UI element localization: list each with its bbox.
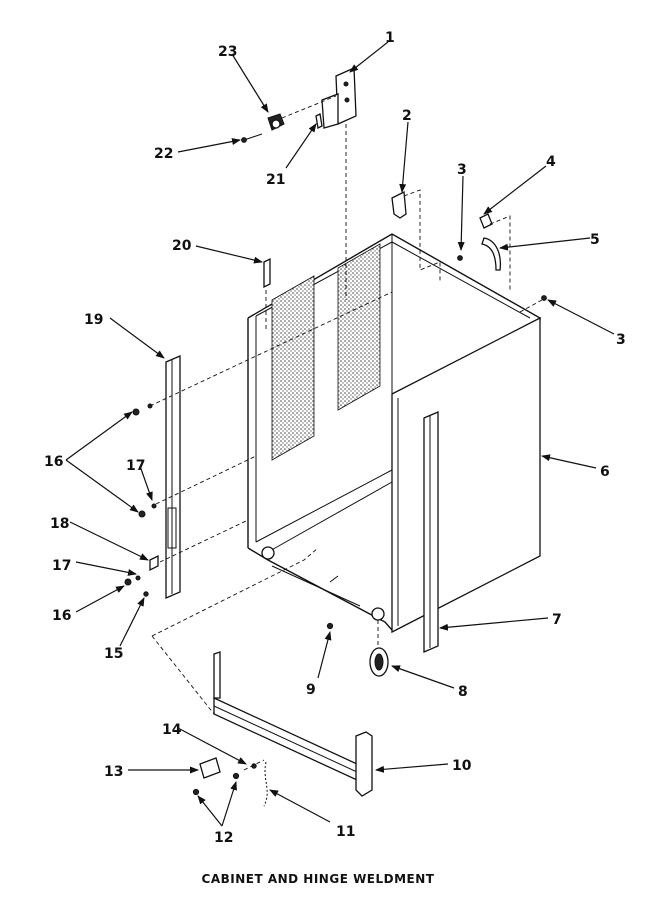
callout-16-lower: 16 [52, 608, 71, 624]
cabinet-body [247, 233, 541, 634]
callout-19: 19 [84, 312, 103, 328]
callout-8: 8 [458, 684, 468, 700]
callout-3-top: 3 [457, 162, 467, 178]
callout-17-lower: 17 [52, 558, 71, 574]
callout-3-right: 3 [616, 332, 626, 348]
callout-10: 10 [452, 758, 472, 774]
top-right-hardware [263, 189, 547, 330]
callout-16-upper: 16 [44, 454, 63, 470]
callout-1: 1 [385, 30, 395, 46]
leader-lines [65, 41, 615, 827]
callout-13: 13 [104, 764, 123, 780]
callout-15: 15 [104, 646, 123, 662]
base-rail-assembly [151, 547, 373, 807]
callout-14: 14 [162, 722, 182, 738]
part-7-strip [423, 411, 439, 653]
top-hardware [241, 95, 337, 143]
callout-4: 4 [546, 154, 556, 170]
callout-7: 7 [552, 612, 562, 628]
diagram-caption: CABINET AND HINGE WELDMENT [201, 872, 435, 886]
callout-21: 21 [266, 172, 285, 188]
callout-17-upper: 17 [126, 458, 145, 474]
callout-11: 11 [336, 824, 355, 840]
hinge-fasteners [124, 291, 393, 597]
part-19-hinge-bar [165, 355, 181, 599]
callout-2: 2 [402, 108, 412, 124]
callout-6: 6 [600, 464, 610, 480]
callout-5: 5 [590, 232, 600, 248]
callout-9: 9 [306, 682, 316, 698]
callout-22: 22 [154, 146, 173, 162]
callout-12: 12 [214, 830, 233, 846]
caster-and-screw [326, 620, 389, 677]
callout-18: 18 [50, 516, 69, 532]
callout-20: 20 [172, 238, 192, 254]
callout-23: 23 [218, 44, 237, 60]
part-1-hinge-bracket [321, 67, 357, 300]
